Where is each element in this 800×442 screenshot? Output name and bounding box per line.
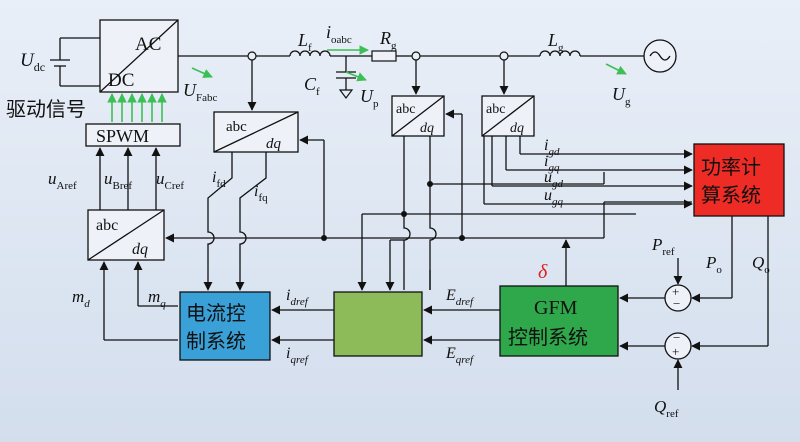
svg-text:ifd: ifd	[212, 169, 226, 190]
svg-text:Eqref: Eqref	[445, 345, 475, 366]
gate-drive-arrows	[107, 93, 167, 122]
svg-text:δ: δ	[538, 261, 548, 283]
svg-text:ioabc: ioabc	[326, 22, 352, 46]
uref-signals: uAref uBref uCref	[48, 147, 184, 210]
current-reference-signals: idref iqref	[271, 287, 334, 366]
current-control-block: 电流控 制系统	[179, 291, 271, 361]
grid-transform: abc dq	[481, 95, 535, 137]
svg-text:Cf: Cf	[304, 74, 320, 98]
error-to-gfm-signals	[619, 293, 665, 351]
pcc-voltage-dq-signals	[401, 136, 636, 290]
up-label: Up	[345, 71, 379, 110]
svg-text:uBref: uBref	[104, 169, 132, 192]
svg-text:+: +	[672, 344, 679, 359]
modulation-signals: md mq	[72, 261, 178, 341]
node-pcc-sense	[411, 51, 421, 61]
p-summing-junction: + −	[664, 284, 692, 312]
svg-text:Qref: Qref	[654, 397, 679, 420]
svg-text:ugq: ugq	[544, 187, 564, 208]
pcc-voltage-transform: abc dq	[391, 95, 445, 137]
middle-block	[333, 291, 423, 357]
q-summing-junction: − +	[664, 330, 692, 360]
svg-text:Po: Po	[705, 253, 722, 276]
svg-text:mq: mq	[148, 287, 166, 310]
ioabc-label: ioabc	[326, 22, 369, 55]
delta-output: δ	[538, 239, 571, 286]
ug-label: Ug	[605, 63, 631, 108]
filter-current-dq-signals: ifd ifq	[203, 152, 268, 291]
svg-text:Udc: Udc	[20, 50, 45, 74]
svg-text:功率计: 功率计	[701, 155, 761, 179]
power-feedback-signals: Po Qo	[691, 216, 770, 351]
ufabc-label: UFabc	[183, 67, 218, 104]
svg-text:abc: abc	[226, 119, 247, 135]
svg-text:uCref: uCref	[156, 169, 184, 192]
svg-text:Lf: Lf	[297, 30, 312, 54]
svg-text:ifq: ifq	[254, 183, 268, 204]
gfm-control-block: GFM 控制系统	[499, 285, 619, 357]
svg-text:−: −	[673, 330, 680, 345]
svg-text:算系统: 算系统	[701, 183, 761, 207]
voltage-reference-signals: Edref Eqref	[423, 287, 500, 366]
svg-text:dq: dq	[420, 121, 434, 136]
svg-text:iqref: iqref	[286, 345, 310, 366]
svg-text:DC: DC	[108, 70, 134, 91]
grid-resistor-rg: Rg	[371, 28, 397, 62]
grid-measurement-signals: igd igq ugd ugq	[483, 136, 693, 209]
svg-text:dq: dq	[510, 121, 524, 136]
svg-text:Rg: Rg	[379, 28, 397, 52]
power-calc-block: 功率计 算系统	[693, 143, 785, 217]
svg-text:uAref: uAref	[48, 169, 77, 192]
filter-capacitor-cf: Cf	[304, 56, 356, 99]
svg-text:制系统: 制系统	[186, 329, 246, 353]
grid-inductor-lg: Lg	[539, 30, 581, 57]
svg-text:Edref: Edref	[445, 287, 475, 308]
svg-text:控制系统: 控制系统	[508, 325, 588, 349]
dc-source: Udc	[20, 37, 100, 87]
svg-text:igd: igd	[544, 137, 560, 158]
node-grid-sense	[499, 51, 509, 61]
spwm-block: SPWM	[85, 123, 181, 147]
svg-text:dq: dq	[266, 136, 282, 152]
svg-text:+: +	[672, 284, 679, 299]
power-reference-signals: Pref Qref	[651, 235, 683, 420]
svg-text:dq: dq	[132, 241, 148, 258]
svg-text:Lg: Lg	[547, 30, 564, 54]
svg-text:Up: Up	[360, 86, 379, 110]
driver-signal-label: 驱动信号	[6, 97, 86, 121]
svg-text:abc: abc	[396, 102, 415, 117]
svg-text:abc: abc	[486, 102, 505, 117]
svg-text:Qo: Qo	[752, 253, 770, 276]
svg-text:SPWM: SPWM	[96, 126, 149, 146]
svg-text:abc: abc	[96, 217, 118, 234]
filter-current-transform: abc dq	[213, 111, 299, 153]
svg-text:−: −	[673, 296, 680, 311]
svg-text:igq: igq	[544, 153, 560, 174]
svg-text:md: md	[72, 287, 90, 310]
svg-text:Pref: Pref	[651, 235, 675, 258]
angle-feedback-line	[165, 109, 692, 243]
svg-text:GFM: GFM	[534, 297, 578, 319]
svg-text:电流控: 电流控	[186, 301, 246, 325]
svg-text:Ug: Ug	[612, 84, 631, 108]
svg-text:idref: idref	[286, 287, 310, 308]
inverse-park-transform: abc dq	[87, 209, 165, 261]
svg-text:UFabc: UFabc	[183, 80, 218, 104]
node-filter-current-sense	[247, 51, 257, 61]
svg-text:AC: AC	[135, 34, 161, 55]
ac-dc-converter: AC DC	[99, 19, 179, 93]
grid-source	[643, 39, 677, 73]
filter-inductor-lf: Lf	[289, 30, 331, 57]
